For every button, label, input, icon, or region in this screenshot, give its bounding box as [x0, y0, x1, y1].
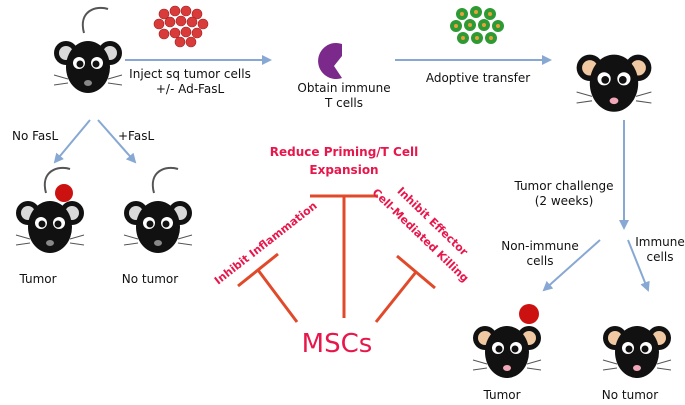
tumor-icon	[519, 304, 539, 324]
tcell-icon	[318, 43, 342, 79]
immune-label-line1: Immune	[635, 235, 685, 249]
arrow-immune	[627, 239, 650, 292]
inject-label-line1: Inject sq tumor cells	[129, 67, 251, 81]
tumor-icon	[55, 184, 73, 202]
tumor-cell-cluster	[153, 5, 209, 48]
no-tumor-right-label: No tumor	[602, 388, 658, 402]
mouse-nonimmune-icon	[472, 304, 542, 379]
mouse-immune-icon	[602, 325, 672, 379]
arrow-plus-fasl	[97, 119, 137, 164]
mouse-start-icon	[53, 6, 123, 95]
immune-cell-nuclei	[454, 10, 500, 40]
inflammation-label: Inhibit Inflammation	[212, 199, 320, 287]
no-fasl-label: No FasL	[12, 129, 59, 143]
adoptive-label: Adoptive transfer	[426, 71, 530, 85]
obtain-label-line1: Obtain immune	[297, 81, 390, 95]
nonimmune-label-line1: Non-immune	[501, 239, 579, 253]
mouse-plus-fasl-icon	[123, 166, 193, 254]
mouse-no-fasl-icon	[15, 166, 85, 254]
arrow-no-fasl	[53, 119, 91, 164]
nonimmune-label-line2: cells	[527, 254, 554, 268]
tumor-left-label: Tumor	[18, 272, 56, 286]
arrow-nonimmune	[542, 239, 601, 292]
tumor-right-label: Tumor	[482, 388, 520, 402]
challenge-label-line2: (2 weeks)	[535, 194, 594, 208]
plus-fasl-label: +FasL	[118, 129, 154, 143]
obtain-label-line2: T cells	[324, 96, 363, 110]
mscs-label: MSCs	[302, 329, 373, 359]
mouse-recipient-icon	[576, 54, 652, 113]
immune-label-line2: cells	[647, 250, 674, 264]
inject-label-line2: +/- Ad-FasL	[156, 82, 225, 96]
priming-label-line2: Expansion	[309, 163, 378, 177]
inhibit-bars	[237, 194, 436, 323]
no-tumor-left-label: No tumor	[122, 272, 178, 286]
priming-label-line1: Reduce Priming/T Cell	[270, 145, 418, 159]
challenge-label-line1: Tumor challenge	[513, 179, 613, 193]
